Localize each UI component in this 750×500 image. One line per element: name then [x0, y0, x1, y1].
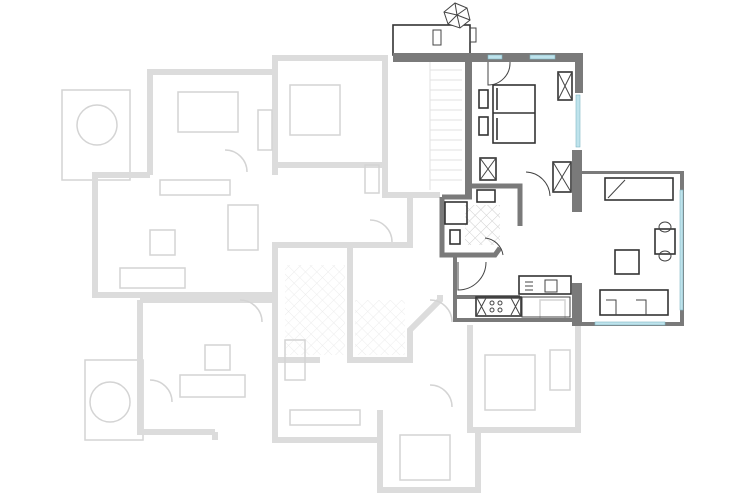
sofa: [599, 289, 669, 316]
wall-living-top: [582, 171, 684, 174]
bath-tiles-2: [355, 300, 405, 355]
balcony-left-upper: [61, 89, 131, 181]
balcony: [392, 24, 471, 56]
window[interactable]: [529, 54, 556, 60]
bedroom-upper-middle: [272, 55, 388, 168]
nightstand: [478, 89, 489, 109]
wall-bath: [439, 183, 523, 258]
cabinet: [521, 296, 571, 318]
hall-lower: [212, 300, 380, 443]
dining-table: [654, 228, 676, 255]
toilet: [449, 229, 461, 245]
sideboard: [604, 177, 674, 201]
bath-tiles: [465, 205, 500, 245]
ghost-furniture: [76, 84, 571, 481]
ghost-doors: [149, 149, 453, 408]
wardrobe: [557, 71, 573, 101]
window[interactable]: [487, 54, 503, 60]
bedroom-bottom: [377, 410, 481, 493]
highlighted-apartment: [392, 2, 684, 326]
stairs: [429, 62, 462, 190]
parasol-icon: [432, 2, 477, 46]
bedroom-left-upper: [147, 69, 278, 175]
counter: [518, 275, 572, 295]
wall-living-pillar: [572, 283, 582, 326]
living-left-upper: [92, 172, 413, 298]
wall-right-bedroom: [575, 53, 583, 93]
balcony-left-lower: [84, 359, 144, 441]
wall-right-bedroom-lower: [572, 150, 582, 212]
wardrobe: [479, 157, 497, 181]
shower: [444, 201, 468, 225]
wall-stair: [465, 60, 472, 195]
furniture: [444, 71, 676, 318]
bed: [492, 84, 536, 144]
coffee-table: [614, 249, 640, 275]
wardrobe: [552, 161, 572, 193]
stove-burners-icon: [489, 300, 503, 313]
stove: [475, 296, 522, 317]
bedroom-lower-right: [467, 325, 581, 433]
ghosted-units: [61, 55, 581, 493]
doors: [457, 61, 551, 291]
staircase: [382, 58, 440, 198]
nightstand: [478, 116, 489, 136]
bath-tiles-1: [285, 265, 345, 355]
window[interactable]: [679, 189, 684, 311]
window[interactable]: [594, 321, 666, 326]
living-left-lower: [137, 297, 275, 435]
sink: [476, 189, 496, 203]
window[interactable]: [575, 94, 581, 148]
